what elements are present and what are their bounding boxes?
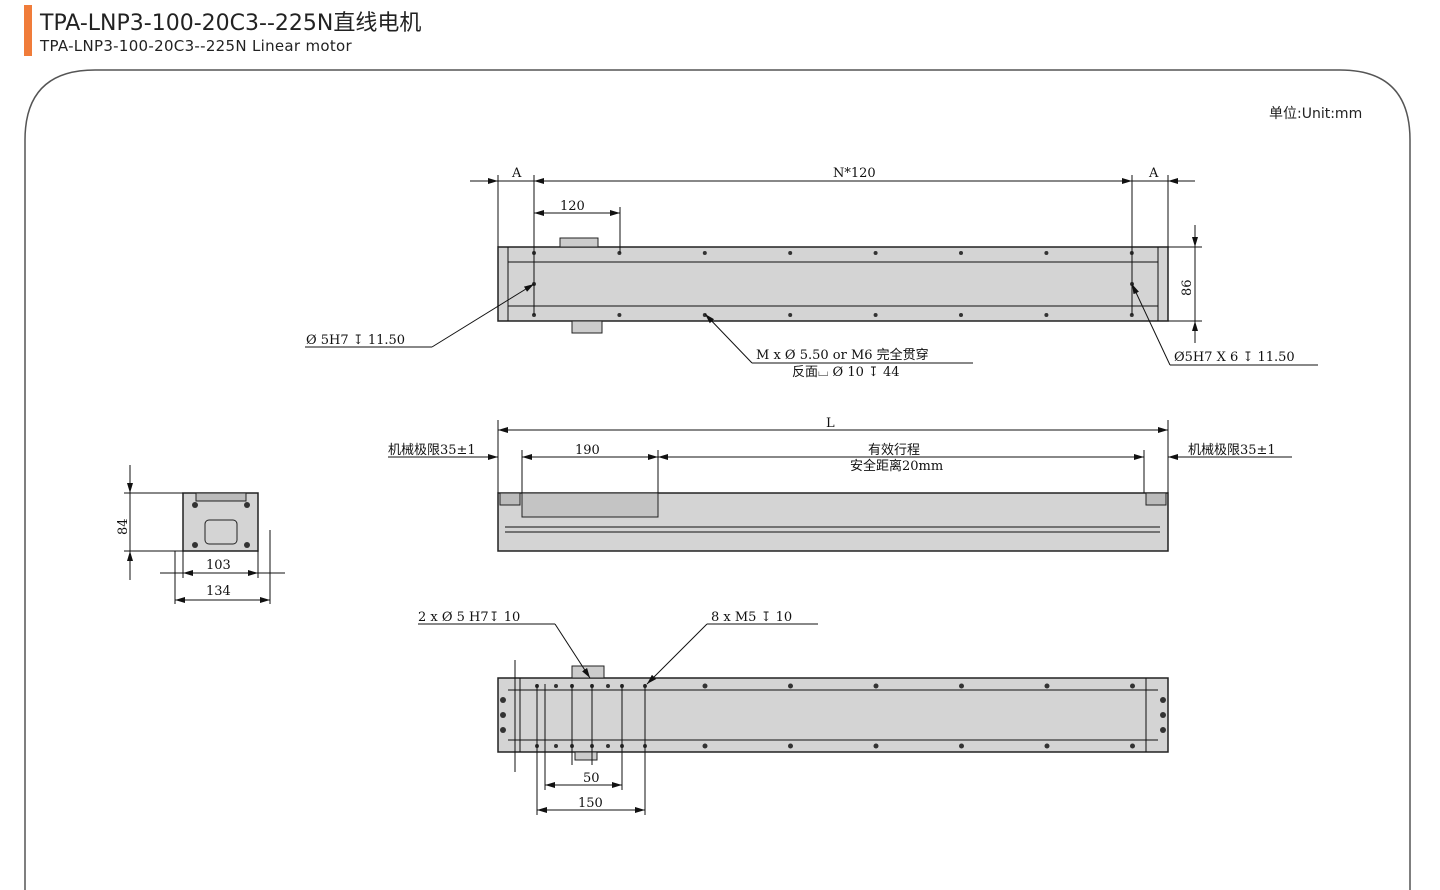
- end-dim-inner: 103: [206, 558, 231, 573]
- dim-50: 50: [583, 771, 600, 786]
- limit-left: 机械极限35±1: [388, 443, 476, 458]
- dim-carriage: 190: [575, 443, 600, 458]
- mounting-hole: [1044, 743, 1050, 749]
- mounting-hole: [959, 683, 964, 689]
- page-subtitle: TPA-LNP3-100-20C3--225N Linear motor: [40, 37, 352, 55]
- mounting-hole: [1160, 712, 1166, 718]
- accent-bar: [24, 5, 32, 56]
- dim-150: 150: [578, 796, 603, 811]
- mounting-hole: [1044, 313, 1049, 317]
- mounting-hole: [702, 683, 708, 689]
- bottom-note-right: 8 x M5 ↧ 10: [711, 610, 792, 625]
- mounting-hole: [959, 251, 963, 255]
- frame: [24, 69, 1411, 890]
- unit-label: 单位:Unit:mm: [1269, 106, 1363, 122]
- mounting-hole: [959, 313, 963, 317]
- dim-a-left: A: [511, 166, 522, 181]
- mounting-hole: [702, 743, 708, 749]
- side-view: L 机械极限35±1 190 有效行程 安全距离20mm 机械极限35±1: [388, 416, 1292, 552]
- bottom-view: 50 150 2 x Ø 5 H7↧ 10 8 x M5 ↧ 10: [418, 610, 1169, 815]
- mounting-hole: [702, 251, 707, 255]
- mounting-hole: [617, 313, 622, 317]
- mounting-hole: [500, 712, 506, 718]
- mounting-hole: [617, 251, 622, 255]
- mounting-hole: [1044, 683, 1050, 689]
- note-mid-1: M x Ø 5.50 or M6 完全贯穿: [756, 347, 929, 363]
- dim-pitch: 120: [560, 199, 585, 214]
- dim-a-right: A: [1148, 166, 1159, 181]
- mounting-hole: [554, 684, 558, 688]
- page-title: TPA-LNP3-100-20C3--225N直线电机: [40, 11, 422, 36]
- mounting-hole: [873, 251, 878, 255]
- mounting-hole: [1044, 251, 1049, 255]
- mounting-hole: [606, 684, 610, 688]
- mounting-hole: [788, 743, 793, 749]
- stroke-label: 有效行程: [868, 443, 920, 458]
- mounting-hole: [500, 697, 506, 703]
- bottom-note-left: 2 x Ø 5 H7↧ 10: [418, 610, 520, 625]
- mounting-hole: [500, 727, 506, 733]
- mounting-hole: [788, 313, 793, 317]
- note-right: Ø5H7 X 6 ↧ 11.50: [1174, 350, 1295, 365]
- mounting-hole: [873, 313, 878, 317]
- limit-right: 机械极限35±1: [1188, 443, 1276, 458]
- dim-height: 86: [1180, 279, 1195, 296]
- mounting-hole: [1160, 697, 1166, 703]
- mounting-hole: [788, 683, 793, 689]
- safety-label: 安全距离20mm: [850, 458, 943, 474]
- end-dim-outer: 134: [206, 584, 231, 599]
- mounting-hole: [959, 743, 964, 749]
- top-view: A N*120 A 120 86 Ø 5H7 ↧ 11.50 M x Ø 5.5…: [305, 166, 1318, 380]
- mounting-hole: [1160, 727, 1166, 733]
- mounting-hole: [606, 744, 610, 748]
- end-view: 84 103 134: [116, 465, 285, 604]
- note-mid-2: 反面⌴ Ø 10 ↧ 44: [792, 365, 900, 380]
- end-dim-height: 84: [116, 518, 131, 535]
- mounting-hole: [788, 251, 793, 255]
- mounting-hole: [1130, 683, 1135, 689]
- mounting-hole: [873, 683, 879, 689]
- note-left: Ø 5H7 ↧ 11.50: [306, 333, 405, 348]
- dim-n: N*120: [833, 166, 876, 181]
- dim-l: L: [826, 416, 835, 431]
- mounting-hole: [873, 743, 879, 749]
- mounting-hole: [554, 744, 558, 748]
- mounting-hole: [1130, 743, 1135, 749]
